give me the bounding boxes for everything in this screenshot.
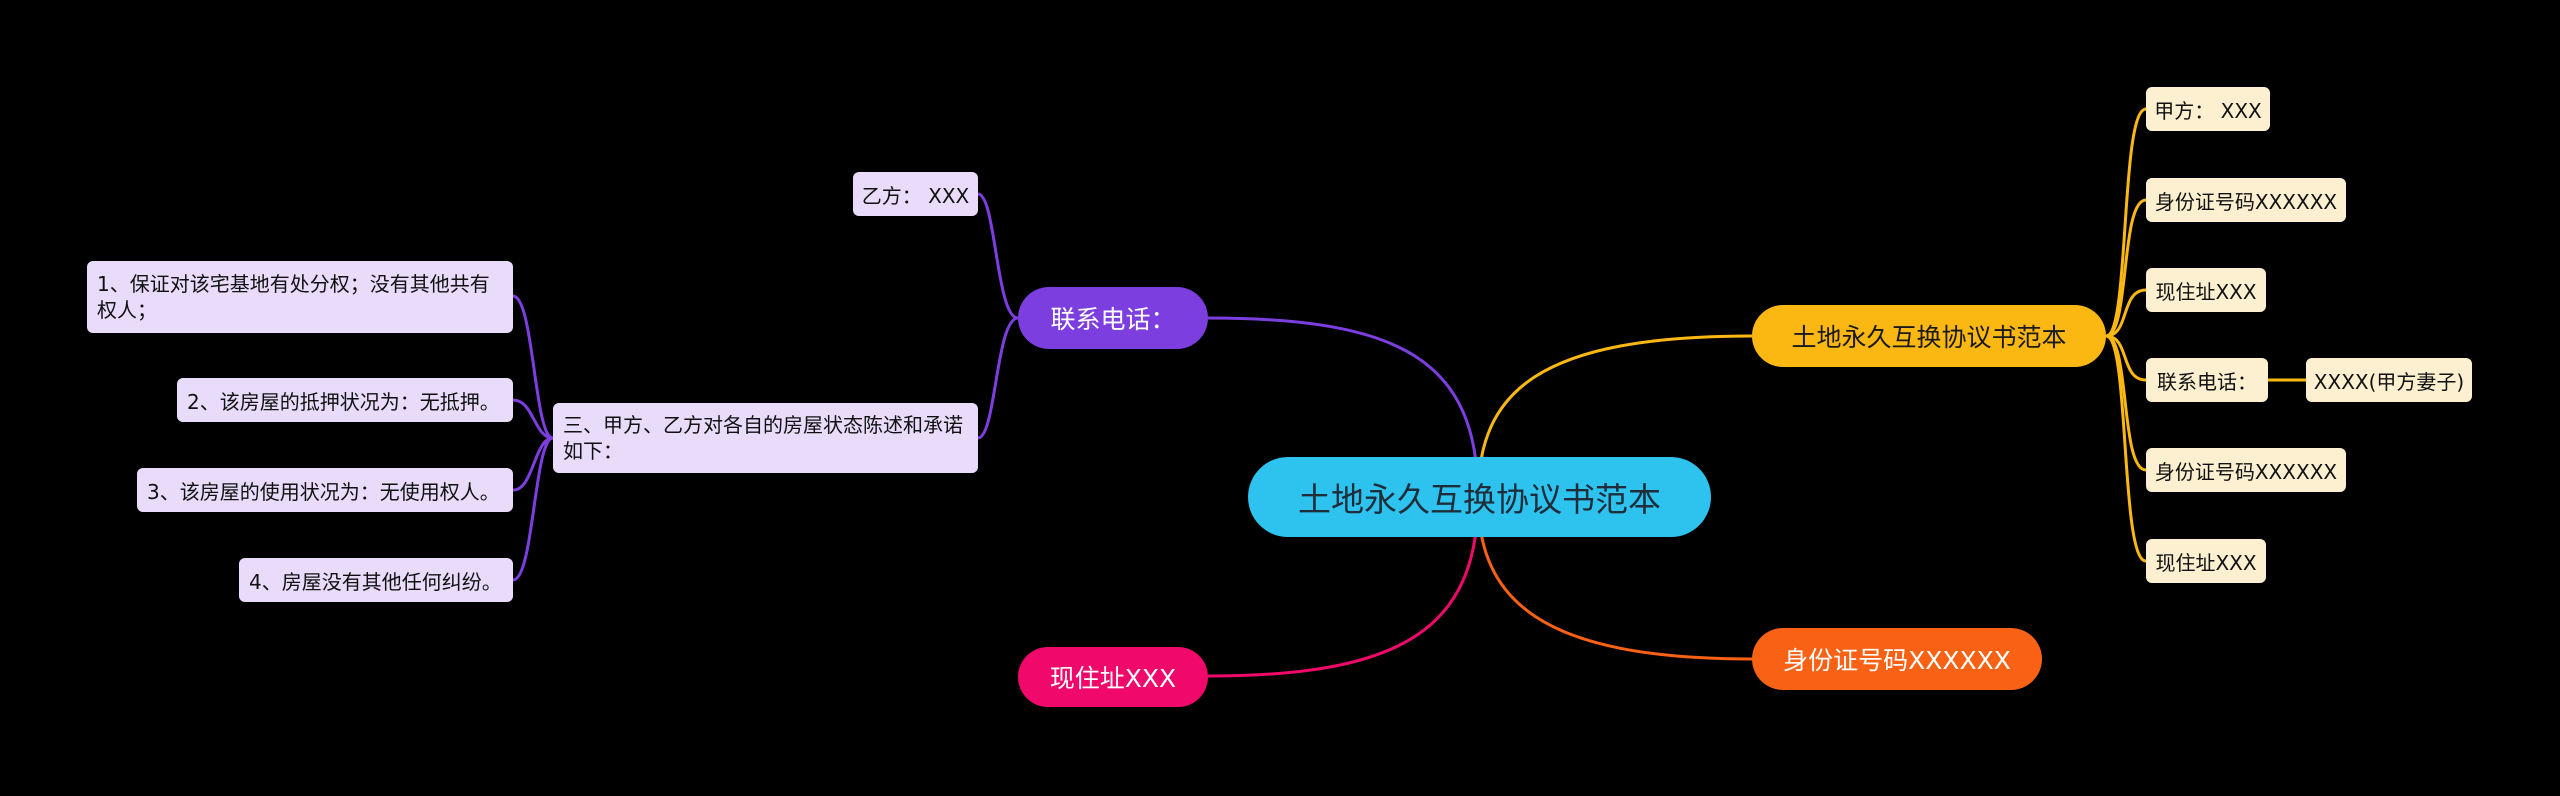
link-contact-statement — [977, 316, 1019, 440]
link-title-1 — [2105, 107, 2147, 338]
topic-statement-item-1[interactable]: 1、保证对该宅基地有处分权；没有其他共有权人； — [87, 261, 513, 333]
link-root-title — [1476, 334, 1753, 498]
link-statement-2 — [512, 398, 554, 440]
link-statement-3 — [512, 436, 554, 492]
link-title-2 — [2105, 198, 2147, 338]
root-topic[interactable]: 土地永久互换协议书范本 — [1248, 457, 1711, 537]
link-title-6 — [2105, 334, 2147, 563]
link-statement-4 — [512, 436, 554, 582]
topic-address-1[interactable]: 现住址XXX — [2146, 268, 2266, 312]
branch-address[interactable]: 现住址XXX — [1018, 647, 1208, 707]
topic-party-a[interactable]: 甲方： XXX — [2146, 87, 2270, 131]
topic-statement-item-4[interactable]: 4、房屋没有其他任何纠纷。 — [239, 558, 513, 602]
topic-id-number-1[interactable]: 身份证号码XXXXXX — [2146, 178, 2346, 222]
topic-address-2[interactable]: 现住址XXX — [2146, 539, 2266, 583]
branch-contact-phone[interactable]: 联系电话： — [1018, 287, 1208, 349]
link-root-contact — [1207, 316, 1480, 498]
branch-title[interactable]: 土地永久互换协议书范本 — [1752, 305, 2106, 367]
link-statement-1 — [512, 294, 554, 440]
topic-spouse-phone[interactable]: XXXX(甲方妻子) — [2306, 358, 2472, 402]
link-contact-yifang — [977, 192, 1019, 320]
topic-party-b[interactable]: 乙方： XXX — [853, 172, 978, 216]
topic-contact-phone[interactable]: 联系电话： — [2146, 358, 2268, 402]
topic-statement-item-3[interactable]: 3、该房屋的使用状况为：无使用权人。 — [137, 468, 513, 512]
topic-statement[interactable]: 三、甲方、乙方对各自的房屋状态陈述和承诺如下： — [553, 403, 978, 473]
topic-statement-item-2[interactable]: 2、该房屋的抵押状况为：无抵押。 — [177, 378, 513, 422]
topic-id-number-2[interactable]: 身份证号码XXXXXX — [2146, 448, 2346, 492]
link-title-4 — [2105, 334, 2147, 382]
branch-id-number[interactable]: 身份证号码XXXXXX — [1752, 628, 2042, 690]
link-title-3 — [2105, 288, 2147, 338]
link-root-address — [1207, 496, 1480, 678]
